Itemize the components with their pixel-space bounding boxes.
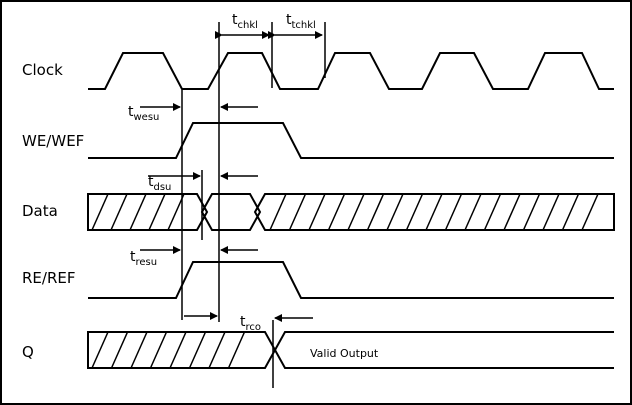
data-label: Data: [22, 202, 58, 220]
re-label: RE/REF: [22, 269, 75, 287]
we-label: WE/WEF: [22, 132, 84, 150]
hatch-line: [347, 193, 365, 231]
hatch-line: [405, 193, 424, 231]
timing-arrows: [140, 31, 323, 322]
data-hatch: [91, 193, 599, 231]
hatch-line: [91, 331, 109, 369]
clock-label: Clock: [22, 61, 63, 79]
hatch-line: [269, 193, 287, 231]
hatch-line: [522, 193, 541, 231]
we-waveform: [88, 122, 614, 159]
hatch-line: [110, 193, 128, 231]
hatch-line: [110, 331, 129, 369]
hatch-line: [148, 193, 166, 231]
hatch-line: [308, 193, 326, 231]
hatch-line: [464, 193, 482, 231]
re-waveform: [88, 261, 614, 299]
q-valid-output-text: Valid Output: [310, 347, 379, 360]
hatch-line: [483, 193, 502, 231]
hatch-line: [425, 193, 443, 231]
hatch-line: [149, 331, 168, 369]
hatch-line: [542, 193, 560, 231]
q-hatch: [91, 331, 246, 369]
hatch-line: [169, 331, 187, 369]
hatch-line: [208, 331, 226, 369]
tchkl-label: tchkl: [232, 12, 258, 31]
hatch-line: [288, 193, 307, 231]
q-label: Q: [22, 343, 34, 361]
trco-label: trco: [240, 314, 261, 333]
hatch-line: [327, 193, 346, 231]
hatch-line: [227, 331, 246, 369]
q-bus: [87, 331, 614, 369]
hatch-line: [581, 193, 599, 231]
hatch-line: [366, 193, 385, 231]
timing-lines: [181, 22, 326, 388]
hatch-line: [386, 193, 404, 231]
hatch-line: [561, 193, 580, 231]
clock-waveform: [88, 52, 614, 90]
hatch-line: [130, 331, 148, 369]
tresu-label: tresu: [130, 249, 157, 268]
twesu-label: twesu: [128, 104, 159, 123]
hatch-line: [129, 193, 147, 231]
data-bus: [87, 193, 615, 231]
tdsu-label: tdsu: [148, 174, 171, 193]
hatch-line: [503, 193, 521, 231]
hatch-line: [91, 193, 109, 231]
hatch-line: [188, 331, 207, 369]
ttchkl-label: ttchkl: [286, 12, 316, 31]
hatch-line: [444, 193, 463, 231]
